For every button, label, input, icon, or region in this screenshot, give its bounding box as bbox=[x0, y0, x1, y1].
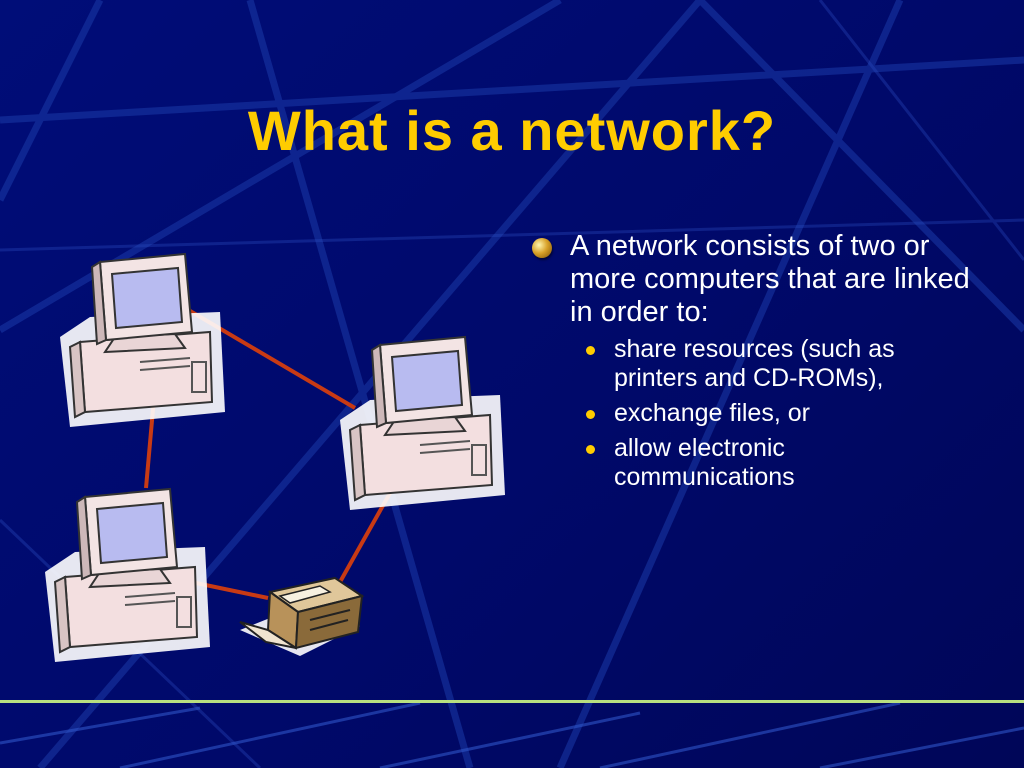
slide-body: A network consists of two or more comput… bbox=[530, 230, 970, 498]
bottom-decoration bbox=[0, 703, 1024, 768]
printer-icon bbox=[239, 576, 365, 656]
computer-icon bbox=[44, 488, 211, 663]
list-item: exchange files, or bbox=[530, 399, 970, 428]
list-item-text: allow electronic communications bbox=[614, 434, 795, 491]
list-item: share resources (such as printers and CD… bbox=[530, 335, 970, 393]
computer-icon bbox=[339, 336, 506, 511]
list-item: allow electronic communications bbox=[530, 434, 970, 492]
bullet-dot-icon bbox=[586, 346, 595, 355]
main-bullet: A network consists of two or more comput… bbox=[530, 230, 970, 329]
bottom-divider bbox=[0, 700, 1024, 703]
bullet-dot-icon bbox=[586, 445, 595, 454]
bullet-dot-icon bbox=[586, 410, 595, 419]
sub-bullet-list: share resources (such as printers and CD… bbox=[530, 335, 970, 492]
list-item-text: share resources (such as printers and CD… bbox=[614, 335, 895, 392]
bullet-ball-icon bbox=[532, 238, 552, 258]
main-bullet-text: A network consists of two or more comput… bbox=[570, 230, 970, 328]
list-item-text: exchange files, or bbox=[614, 399, 810, 427]
slide-title: What is a network? bbox=[247, 99, 777, 162]
computer-icon bbox=[59, 253, 226, 428]
